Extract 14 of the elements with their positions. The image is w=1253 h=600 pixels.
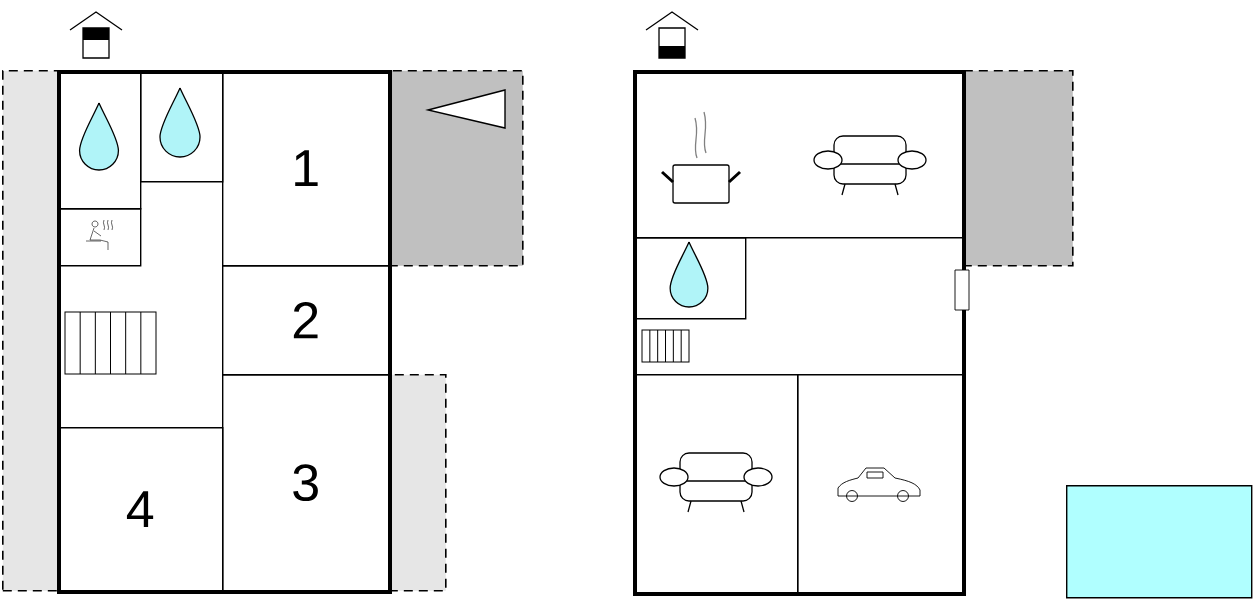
room-box xyxy=(633,237,747,320)
room-box xyxy=(797,374,964,594)
room-box: 1 xyxy=(222,70,390,267)
floor-outline xyxy=(633,70,966,596)
floor-outline xyxy=(57,70,392,594)
room-box xyxy=(140,70,224,183)
room-box xyxy=(57,208,142,267)
room-box xyxy=(633,70,964,239)
room-box xyxy=(633,374,799,594)
terrace-area xyxy=(2,70,59,592)
pool-box xyxy=(1066,485,1253,599)
room-box: 2 xyxy=(222,265,390,376)
room-box: 3 xyxy=(222,374,390,592)
room-box: 4 xyxy=(57,427,224,592)
